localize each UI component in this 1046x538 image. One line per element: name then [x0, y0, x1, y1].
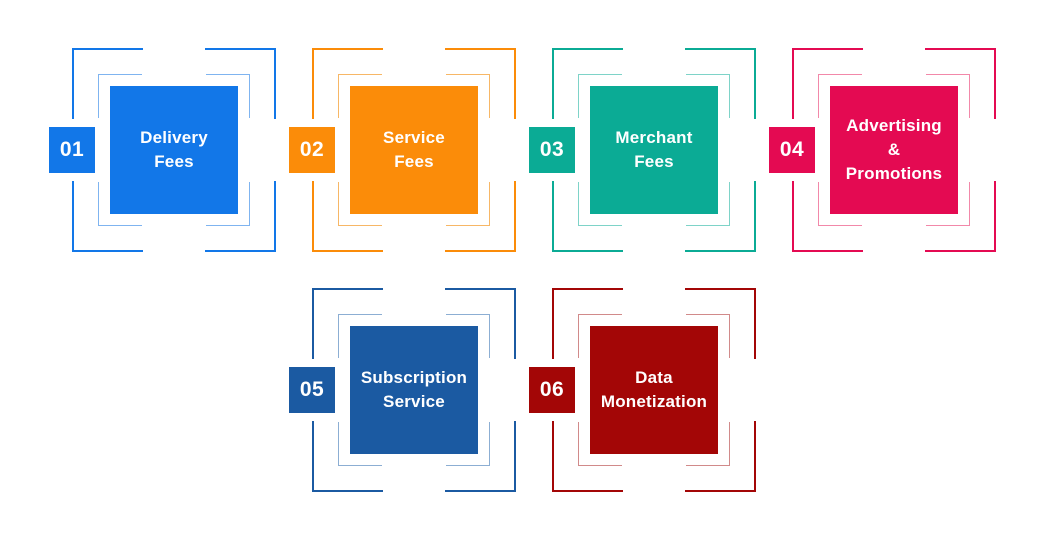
step-label-line: Subscription	[360, 368, 468, 387]
step-label-square: Advertising & Promotions	[830, 86, 958, 214]
step-label-line: Promotions	[845, 164, 943, 183]
step-number: 02	[299, 138, 325, 161]
step-number-badge: 04	[769, 127, 815, 173]
step-item: Advertising & Promotions 04	[769, 48, 996, 252]
step-label-line: Service	[383, 392, 445, 411]
step-number-badge: 05	[289, 367, 335, 413]
step-label-line: Fees	[634, 152, 674, 171]
step-label-line: Service	[383, 128, 445, 147]
step-label-line: &	[887, 140, 901, 159]
step-number: 05	[299, 378, 325, 401]
step-number-badge: 03	[529, 127, 575, 173]
step-number: 04	[779, 138, 805, 161]
step-number-badge: 02	[289, 127, 335, 173]
step-label-line: Fees	[154, 152, 194, 171]
step-label-line: Data	[635, 368, 673, 387]
step-number-badge: 06	[529, 367, 575, 413]
step-label-line: Monetization	[600, 392, 708, 411]
step-number: 03	[539, 138, 565, 161]
step-number: 01	[59, 138, 85, 161]
step-label-line: Advertising	[846, 116, 942, 135]
step-label-line: Delivery	[140, 128, 208, 147]
step-number-badge: 01	[49, 127, 95, 173]
step-number: 06	[539, 378, 565, 401]
step-label-line: Merchant	[615, 128, 693, 147]
step-label-line: Fees	[394, 152, 434, 171]
